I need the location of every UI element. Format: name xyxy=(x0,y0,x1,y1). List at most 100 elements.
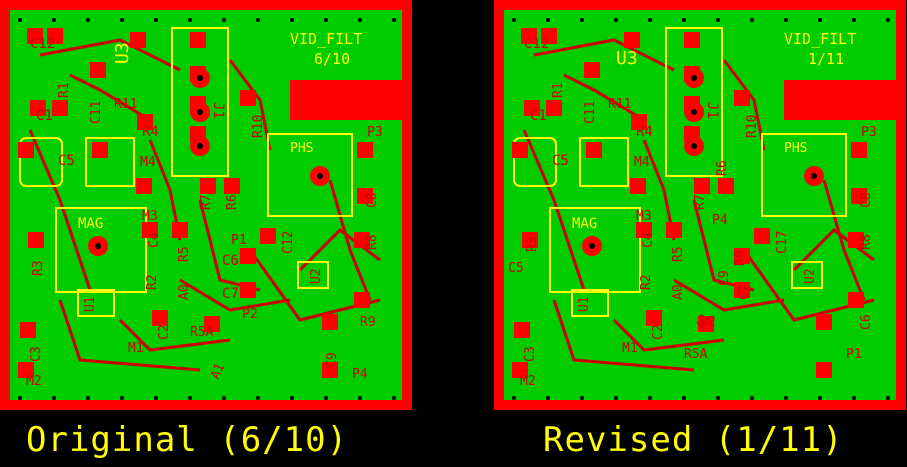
solder-pad xyxy=(92,142,108,158)
component-label: C3 xyxy=(29,346,44,362)
via xyxy=(852,396,856,400)
solder-pad xyxy=(224,178,240,194)
via xyxy=(358,18,362,22)
component-label: C3 xyxy=(523,346,538,362)
via xyxy=(222,396,226,400)
via xyxy=(580,396,584,400)
ic-outline xyxy=(791,261,823,289)
component-label: R5A xyxy=(190,325,214,340)
solder-pad xyxy=(240,248,256,264)
via xyxy=(256,396,260,400)
component-label: C17 xyxy=(775,231,790,254)
component-label: R11 xyxy=(114,97,137,112)
solder-pad xyxy=(631,114,647,130)
via xyxy=(716,18,720,22)
drill-hole xyxy=(317,173,323,179)
mag-sensor-outline xyxy=(55,207,147,293)
mag-sensor-outline xyxy=(549,207,641,293)
via xyxy=(784,18,788,22)
solder-pad xyxy=(754,228,770,244)
solder-pad xyxy=(30,100,46,116)
via xyxy=(614,18,618,22)
component-label: R10 xyxy=(251,115,266,138)
copper-trace xyxy=(328,179,372,301)
copper-trace xyxy=(533,38,675,72)
component-label: C12 xyxy=(30,36,55,52)
drill-hole xyxy=(811,173,817,179)
via xyxy=(648,396,652,400)
copper-trace xyxy=(563,73,645,122)
via xyxy=(154,396,158,400)
component-label: C1 xyxy=(530,108,547,124)
via xyxy=(392,396,396,400)
component-label: U2 xyxy=(803,268,818,284)
cap-outline xyxy=(19,137,63,187)
copper-trace xyxy=(673,278,785,312)
copper-pour xyxy=(784,80,896,120)
solder-pad xyxy=(848,232,864,248)
component-label: R7 xyxy=(693,194,708,210)
component-label: R1 xyxy=(551,82,566,98)
copper-trace xyxy=(179,278,291,312)
via xyxy=(188,396,192,400)
component-label: R8 xyxy=(365,234,380,250)
via xyxy=(358,396,362,400)
component-label: C7 xyxy=(222,286,239,302)
component-label: C4 xyxy=(147,232,162,248)
copper-trace xyxy=(228,59,272,151)
phs-sensor-outline xyxy=(761,133,847,217)
board-date: 1/11 xyxy=(808,50,844,68)
via xyxy=(18,18,22,22)
drill-hole xyxy=(197,109,203,115)
component-label: A1 xyxy=(694,311,714,332)
component-label: A1 xyxy=(208,361,228,382)
component-label: C12 xyxy=(524,36,549,52)
solder-pad xyxy=(512,142,528,158)
component-label: P3 xyxy=(367,125,383,140)
via xyxy=(546,396,550,400)
component-label: C2 xyxy=(651,324,666,340)
component-label: R3 xyxy=(525,236,540,252)
via xyxy=(256,18,260,22)
component-label: M3 xyxy=(142,209,158,224)
solder-pad xyxy=(190,32,206,48)
ic-outline xyxy=(77,289,115,317)
drill-hole xyxy=(95,243,101,249)
via xyxy=(324,396,328,400)
copper-trace xyxy=(39,38,181,72)
component-label: C8 xyxy=(365,192,380,208)
via xyxy=(86,18,90,22)
solder-pad xyxy=(260,228,276,244)
via xyxy=(222,18,226,22)
solder-pad xyxy=(734,282,750,298)
solder-pad xyxy=(521,28,537,44)
component-label: U1 xyxy=(83,296,98,312)
component-label: R2 xyxy=(639,274,654,290)
drill-hole xyxy=(691,109,697,115)
solder-pad xyxy=(20,322,36,338)
component-label: P4 xyxy=(712,213,728,228)
via xyxy=(818,18,822,22)
via xyxy=(716,396,720,400)
component-label: M4 xyxy=(634,155,650,170)
solder-pad xyxy=(586,142,602,158)
component-label: U3 xyxy=(112,42,133,64)
component-label: R3 xyxy=(31,260,46,276)
solder-pad xyxy=(698,316,714,332)
component-label: M2 xyxy=(520,374,536,389)
solder-pad xyxy=(666,222,682,238)
solder-pad xyxy=(848,292,864,308)
copper-trace xyxy=(792,228,875,272)
via xyxy=(512,396,516,400)
component-label: C9 xyxy=(325,352,340,368)
component-label: J1 xyxy=(704,102,720,119)
component-label: A0 xyxy=(671,284,686,300)
board-date: 6/10 xyxy=(314,50,350,68)
via xyxy=(324,18,328,22)
solder-pad xyxy=(322,314,338,330)
copper-trace xyxy=(612,318,725,352)
solder-pad xyxy=(512,362,528,378)
component-label: C12 xyxy=(281,231,296,254)
